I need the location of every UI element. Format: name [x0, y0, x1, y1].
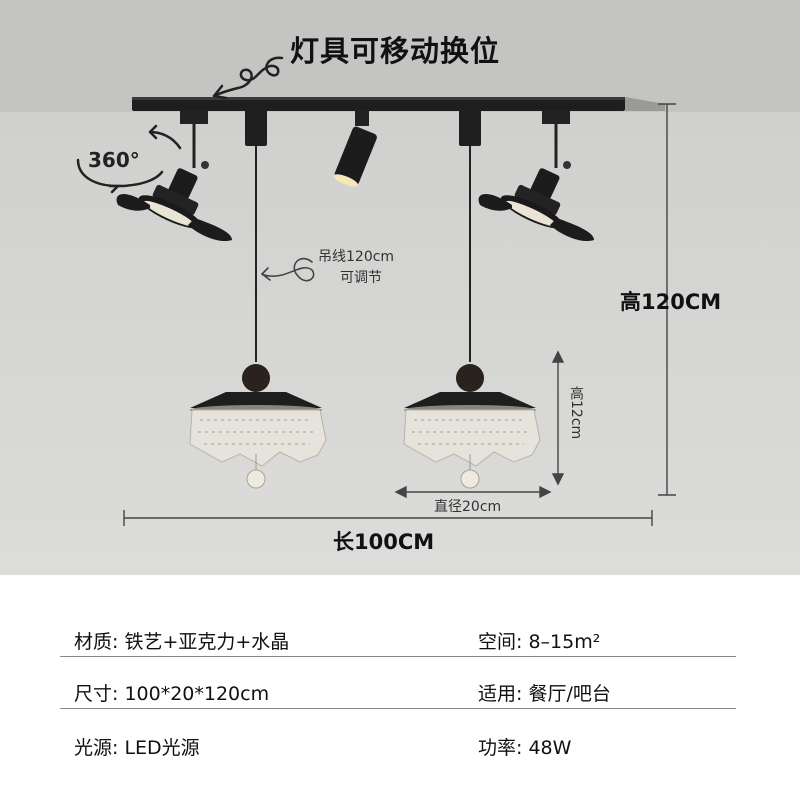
cord-length-label: 吊线120cm 可调节 [318, 247, 394, 289]
spec-light-source: 光源: LED光源 [74, 737, 200, 759]
spec-material: 材质: 铁艺+亚克力+水晶 [74, 631, 290, 653]
left-fan-light [116, 110, 232, 242]
spec-power: 功率: 48W [478, 737, 572, 759]
spec-usage: 适用: 餐厅/吧台 [478, 683, 611, 705]
diameter-dimension [394, 485, 552, 499]
rotation-label: 360° [88, 148, 140, 172]
center-spotlight [333, 110, 377, 187]
spec-row: 光源: LED光源 功率: 48W [60, 711, 736, 763]
length-label: 长100CM [333, 530, 435, 554]
spec-size: 尺寸: 100*20*120cm [74, 683, 270, 705]
spec-row: 材质: 铁艺+亚克力+水晶 空间: 8–15m² [60, 605, 736, 657]
left-pendant-mount [245, 108, 267, 146]
spec-space: 空间: 8–15m² [478, 631, 601, 653]
product-scene: 灯具可移动换位 360° 吊线120cm 可调节 高120CM 长100CM 直… [0, 0, 800, 575]
height-dimension-line [658, 103, 676, 496]
track-rail [132, 97, 665, 111]
shade-height-dimension [551, 350, 565, 486]
spec-table: 材质: 铁艺+亚克力+水晶 空间: 8–15m² 尺寸: 100*20*120c… [0, 575, 800, 800]
right-fan-light [478, 110, 594, 242]
shade-height-label: 高12cm [568, 386, 584, 440]
height-label: 高120CM [620, 290, 722, 314]
diameter-label: 直径20cm [434, 499, 502, 515]
fixture-illustration [76, 56, 676, 526]
cord-length-line2: 可调节 [340, 270, 382, 286]
right-crystal-pendant [403, 364, 541, 489]
cord-length-line1: 吊线120cm [318, 249, 395, 265]
right-pendant-mount [459, 108, 481, 146]
row-divider [60, 656, 736, 657]
rotation-arrow-icon [76, 124, 182, 194]
cord-callout-arrow-icon [261, 257, 315, 282]
spec-row: 尺寸: 100*20*120cm 适用: 餐厅/吧台 [60, 657, 736, 709]
length-dimension-line [123, 510, 653, 526]
left-crystal-pendant [189, 364, 327, 489]
row-divider [60, 708, 736, 709]
ceiling [0, 0, 800, 112]
headline: 灯具可移动换位 [290, 34, 501, 68]
move-arrow-icon [212, 56, 284, 100]
